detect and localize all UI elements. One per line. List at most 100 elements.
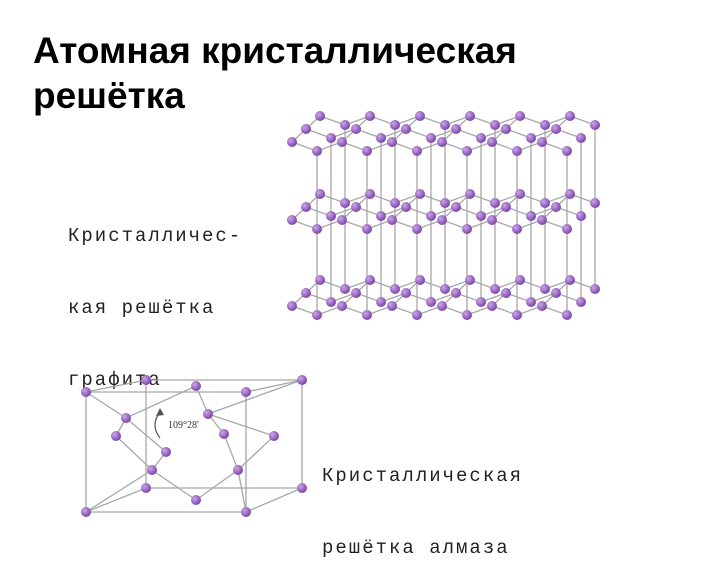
atom [512,146,522,156]
atom [487,215,497,225]
atom [576,297,586,307]
atom [326,211,336,221]
atom [501,288,511,298]
title-line-2: решётка [33,75,185,116]
graphite-caption-line-1: Кристалличес- [68,225,243,247]
atom [111,431,121,441]
atom [337,301,347,311]
diamond-bond [85,391,127,419]
atom [362,310,372,320]
atom [551,288,561,298]
atom [362,146,372,156]
atom [451,124,461,134]
title-line-1: Атомная кристаллическая [33,30,517,71]
atom [287,215,297,225]
atom [501,202,511,212]
atom [415,111,425,121]
atom [203,409,213,419]
atom [387,137,397,147]
atom [576,211,586,221]
atom [562,224,572,234]
atom [376,133,386,143]
atom [415,275,425,285]
atom [476,211,486,221]
atom [191,381,201,391]
atom [426,211,436,221]
atom [590,120,600,130]
diamond-caption-line-1: Кристаллическая [322,465,524,487]
diamond-bond [207,413,275,437]
atom [81,507,91,517]
cube-edge [245,487,303,513]
angle-arc [154,411,161,439]
atom [376,211,386,221]
graphite-caption: Кристалличес- кая решётка графита [68,176,242,416]
atom [526,133,536,143]
diamond-bond [195,469,239,501]
atom [365,275,375,285]
atom [315,189,325,199]
atom [326,133,336,143]
atom [537,301,547,311]
diamond-bond [151,469,197,501]
atom [365,189,375,199]
atom [440,198,450,208]
atom [551,124,561,134]
atom [351,202,361,212]
atom [365,111,375,121]
diamond-bond [125,385,197,419]
atom [121,413,131,423]
atom [540,198,550,208]
atom [451,202,461,212]
atom [590,198,600,208]
cube-edge [85,487,147,513]
atom [287,301,297,311]
atom [219,429,229,439]
atom [287,137,297,147]
slide-title: Атомная кристаллическая решётка [33,28,517,118]
atom [147,465,157,475]
atom [537,137,547,147]
diamond-bond [223,433,239,471]
angle-arrow-icon [156,408,164,416]
cube-edge [85,379,147,393]
atom [351,288,361,298]
diamond-bond [85,469,153,513]
atom [590,284,600,294]
atom [401,202,411,212]
atom [562,146,572,156]
atom [412,310,422,320]
atom [81,387,91,397]
atom [312,224,322,234]
atom [565,189,575,199]
atom [537,215,547,225]
atom [565,275,575,285]
atom [437,137,447,147]
atom [462,310,472,320]
diamond-bond [195,385,209,415]
atom [301,124,311,134]
atom [437,301,447,311]
atom [312,146,322,156]
atom [515,111,525,121]
atom [465,111,475,121]
atom [315,275,325,285]
atom [161,447,171,457]
atom [387,301,397,311]
atom [490,120,500,130]
atom [297,375,307,385]
atom [401,124,411,134]
atom [326,297,336,307]
atom [490,198,500,208]
atom [312,310,322,320]
atom [562,310,572,320]
atom [269,431,279,441]
graphite-lattice [287,111,600,320]
atom [565,111,575,121]
diamond-bond [237,435,275,471]
atom [191,495,201,505]
atom [465,189,475,199]
atom [437,215,447,225]
atom [512,310,522,320]
atom [351,124,361,134]
